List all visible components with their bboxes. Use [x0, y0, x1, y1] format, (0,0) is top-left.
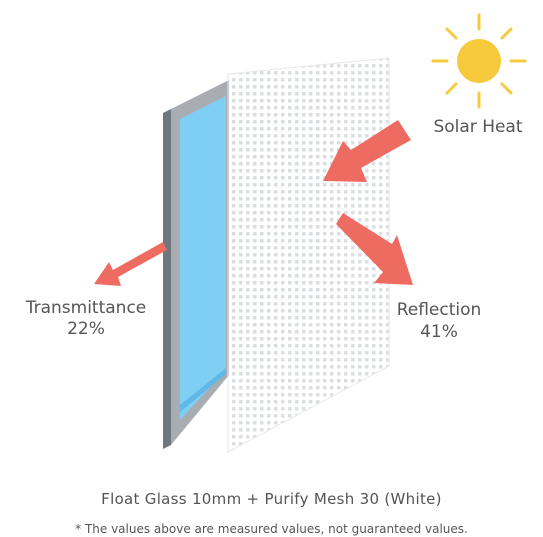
- sun-icon: [431, 13, 527, 109]
- float-glass-pane: [163, 80, 229, 449]
- transmittance-arrow-icon: [94, 242, 167, 286]
- transmittance-label: Transmittance: [25, 298, 147, 318]
- product-caption: Float Glass 10mm + Purify Mesh 30 (White…: [101, 490, 442, 508]
- reflection-value: 41%: [420, 322, 458, 342]
- solar-heat-arrow-icon: [323, 120, 411, 182]
- disclaimer-note: * The values above are measured values, …: [75, 522, 468, 536]
- reflection-label: Reflection: [396, 300, 482, 320]
- transmittance-value: 22%: [67, 319, 105, 339]
- reflection-arrow-icon: [336, 213, 413, 285]
- purify-mesh-screen: [227, 57, 390, 453]
- solar-heat-label: Solar Heat: [433, 117, 523, 137]
